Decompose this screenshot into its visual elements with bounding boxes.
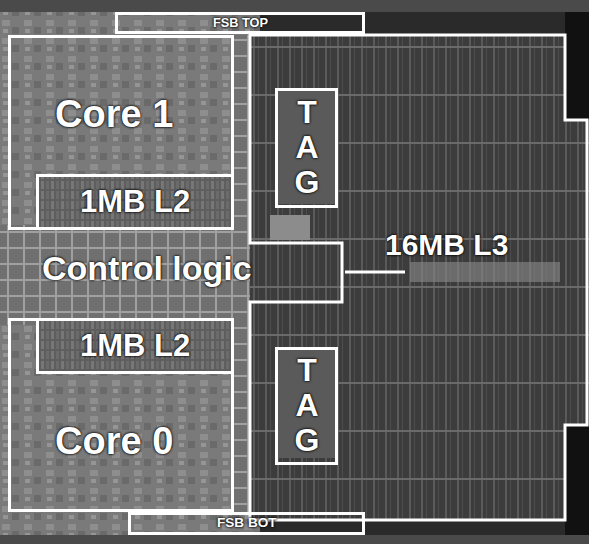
region-label: Core 0 — [55, 421, 173, 463]
tag-array: TAG — [275, 347, 338, 465]
vertical-label: TAG — [291, 353, 323, 459]
tag-array: TAG — [275, 88, 338, 208]
bus-region: FSB TOP — [115, 12, 365, 34]
region-label: 16MB L3 — [385, 228, 508, 261]
core-region: Core 1 1MB L2 — [8, 35, 234, 230]
region-label: FSB TOP — [213, 16, 268, 30]
region-outline — [250, 35, 587, 520]
core-region: Core 0 1MB L2 — [8, 318, 234, 512]
bus-region: FSB BOT — [128, 512, 365, 535]
region-label: FSB BOT — [217, 516, 277, 531]
cache-region: 1MB L2 — [36, 318, 234, 374]
area-label: Control logic — [42, 250, 252, 287]
cache-region: 16MB L3 TAG TAG — [250, 35, 589, 522]
cache-region: 1MB L2 — [36, 174, 234, 230]
region-label: 1MB L2 — [80, 329, 190, 363]
region-label: Core 1 — [55, 94, 173, 136]
region-label: 1MB L2 — [80, 185, 190, 219]
vertical-label: TAG — [291, 95, 323, 201]
